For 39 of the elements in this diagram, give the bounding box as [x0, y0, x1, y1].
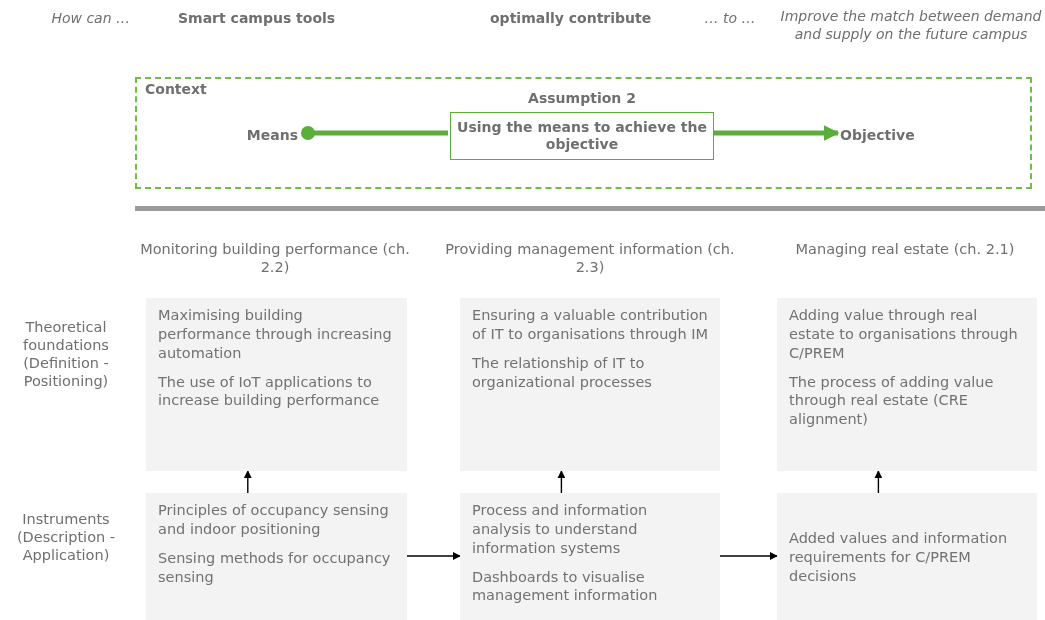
topic-box	[460, 493, 720, 620]
topic-text: Added values and information requirements for C/PREM decisions	[789, 529, 1009, 586]
topic-box	[460, 298, 720, 471]
row-label: Instruments (Description - Application)	[15, 510, 117, 565]
arrow	[557, 470, 566, 494]
topic-text: Sensing methods for occupancy sensing	[158, 548, 392, 587]
arrow	[719, 552, 778, 560]
topic-text: The use of IoT applications to increase building performance	[158, 372, 381, 411]
dashed-context-box	[135, 77, 1032, 189]
arrow	[243, 470, 252, 494]
assumption-heading: Assumption 2	[527, 90, 637, 107]
column-heading: Monitoring building performance (ch. 2.2)	[140, 240, 410, 277]
topic-text: Principles of occupancy sensing and indoor positioning	[158, 501, 390, 539]
arrow	[712, 125, 840, 141]
topic-box	[777, 493, 1037, 620]
row-label: Theoretical foundations (Definition - Positioning)	[22, 318, 110, 391]
topic-text: Ensuring a valuable contribution of IT to organisations through IM	[472, 306, 710, 344]
question-text: Smart campus tools	[178, 10, 337, 28]
assumption-box: Using the means to achieve the objective	[450, 111, 714, 160]
topic-text: Process and information analysis to understand information systems	[472, 501, 649, 558]
topic-box	[146, 298, 407, 471]
column-heading: Managing real estate (ch. 2.1)	[794, 240, 1016, 259]
topic-text: The relationship of IT to organizational processes	[472, 353, 653, 392]
topic-box	[777, 298, 1037, 471]
topic-text: The process of adding value through real estate (CRE alignment)	[789, 372, 995, 430]
bold-label: Means	[230, 124, 310, 146]
question-text: optimally contribute	[490, 10, 653, 28]
question-text: How can …	[50, 10, 130, 28]
topic-text: Dashboards to visualise management information	[472, 567, 659, 606]
question-text: … to …	[703, 10, 757, 28]
question-text: Improve the match between demand and supply on the future campus	[780, 8, 1042, 43]
arrow	[406, 552, 461, 560]
topic-box	[146, 493, 407, 620]
bold-label: Objective	[840, 124, 920, 146]
context-heading: Context	[145, 81, 207, 97]
arrow	[874, 470, 883, 494]
column-heading: Providing management information (ch. 2.3)	[444, 240, 736, 277]
topic-text: Maximising building performance through increasing automation	[158, 306, 393, 363]
topic-text: Adding value through real estate to organisations through C/PREM	[789, 306, 1019, 363]
